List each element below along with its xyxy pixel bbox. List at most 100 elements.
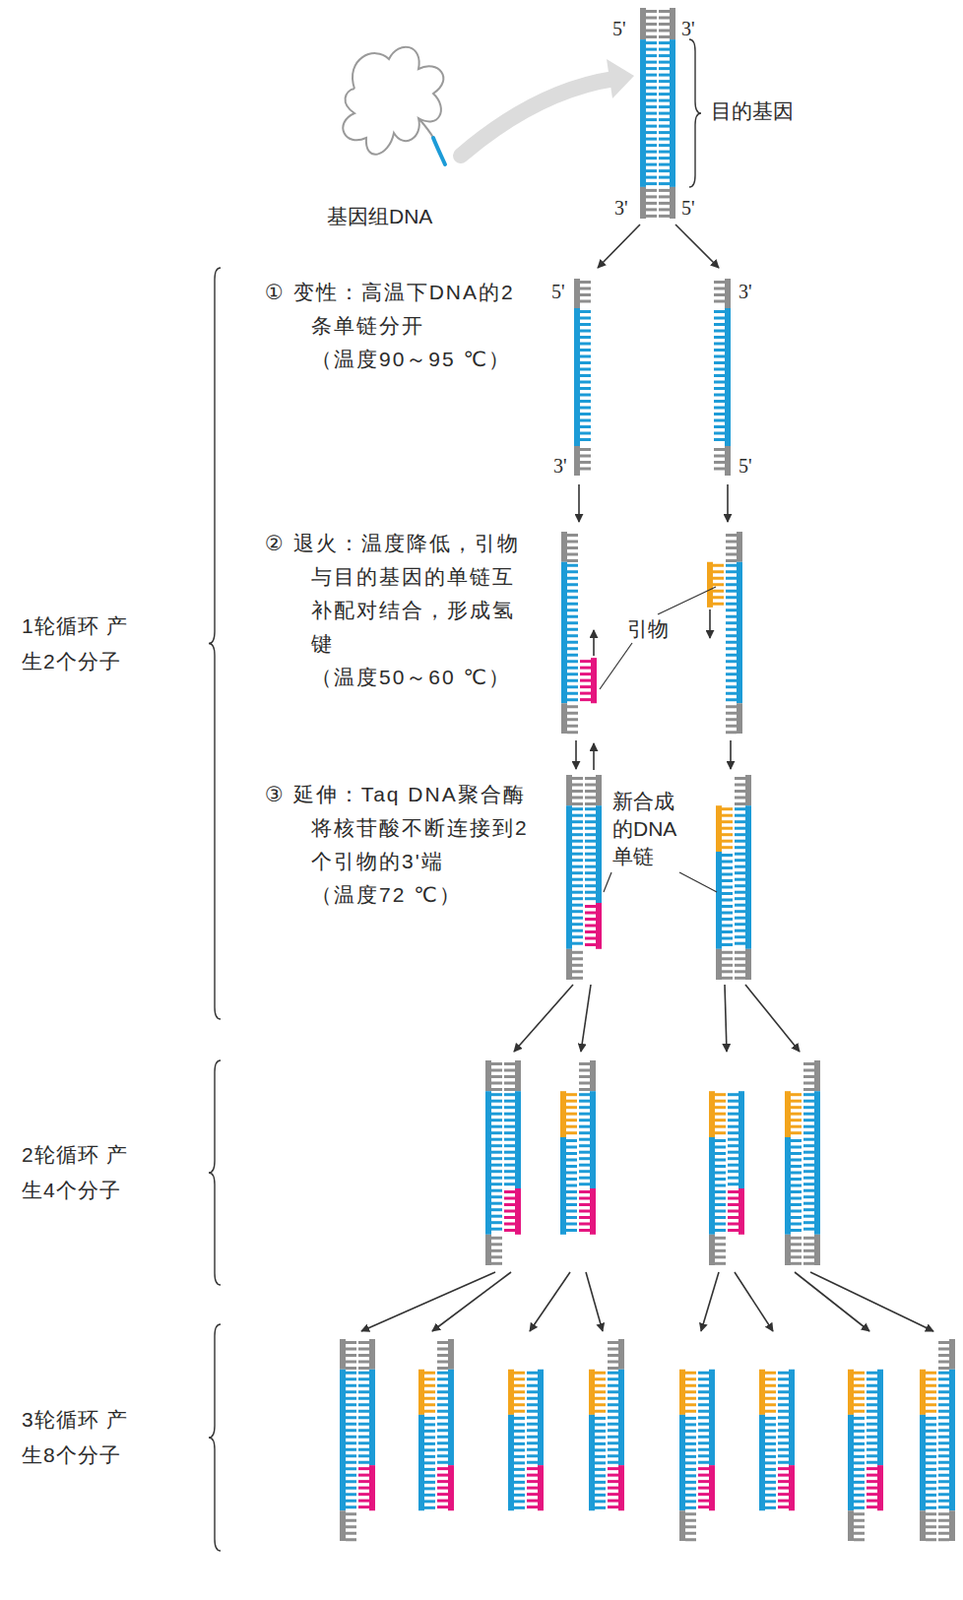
strand-backbone bbox=[448, 1369, 454, 1466]
base-tick bbox=[491, 1163, 503, 1167]
base-tick bbox=[714, 1146, 726, 1150]
base-tick bbox=[566, 1184, 578, 1188]
base-tick bbox=[714, 1242, 726, 1246]
strand-end-group: 3' bbox=[614, 196, 629, 219]
base-tick bbox=[566, 1210, 578, 1214]
base-tick bbox=[658, 99, 670, 103]
base-tick bbox=[721, 886, 733, 890]
base-tick bbox=[713, 280, 725, 284]
base-tick bbox=[790, 1125, 802, 1129]
step-text-group: ③ 延伸：Taq DNA聚合酶将核苷酸不断连接到2个引物的3'端（温度72 ℃） bbox=[264, 777, 536, 912]
base-tick bbox=[712, 589, 724, 593]
base-tick bbox=[345, 1422, 357, 1426]
base-tick bbox=[645, 118, 657, 122]
base-tick bbox=[658, 35, 670, 39]
base-tick bbox=[727, 1099, 739, 1103]
base-tick bbox=[803, 1131, 815, 1135]
base-tick bbox=[866, 1410, 878, 1413]
base-tick bbox=[345, 1366, 357, 1370]
base-tick bbox=[734, 796, 746, 800]
base-tick bbox=[803, 1189, 815, 1193]
base-tick bbox=[925, 1538, 937, 1541]
base-tick bbox=[725, 653, 737, 657]
base-tick bbox=[790, 1152, 802, 1156]
base-tick bbox=[578, 1190, 590, 1194]
base-tick bbox=[721, 827, 733, 831]
base-tick bbox=[938, 1403, 950, 1407]
base-tick bbox=[725, 589, 737, 593]
base-tick bbox=[713, 374, 725, 378]
base-tick bbox=[504, 1092, 515, 1096]
base-tick bbox=[607, 1492, 619, 1496]
base-tick bbox=[491, 1189, 503, 1193]
base-tick bbox=[437, 1341, 449, 1345]
base-tick bbox=[358, 1371, 370, 1375]
base-tick bbox=[790, 1236, 802, 1240]
dna-strand bbox=[579, 657, 597, 704]
base-tick bbox=[714, 1216, 726, 1220]
strand-backbone bbox=[784, 1091, 791, 1138]
base-tick bbox=[765, 1468, 776, 1472]
base-tick bbox=[513, 1474, 525, 1477]
base-tick bbox=[345, 1525, 357, 1529]
base-tick bbox=[725, 559, 737, 563]
base-tick bbox=[938, 1538, 950, 1541]
base-tick bbox=[584, 911, 596, 915]
dna-strand bbox=[607, 1339, 625, 1511]
base-tick bbox=[584, 878, 596, 882]
base-tick bbox=[777, 1390, 789, 1394]
dna-strand bbox=[866, 1369, 884, 1512]
base-tick bbox=[713, 300, 725, 304]
base-tick bbox=[925, 1506, 937, 1510]
base-tick bbox=[721, 969, 733, 973]
base-tick bbox=[607, 1377, 619, 1381]
base-tick bbox=[584, 820, 596, 824]
base-tick bbox=[790, 1203, 802, 1207]
gene-segment bbox=[433, 137, 446, 165]
base-tick bbox=[345, 1435, 357, 1439]
base-tick bbox=[358, 1348, 370, 1351]
base-tick bbox=[504, 1228, 515, 1232]
base-tick bbox=[437, 1505, 449, 1509]
base-tick bbox=[658, 169, 670, 173]
base-tick bbox=[579, 287, 591, 291]
base-tick bbox=[358, 1441, 370, 1445]
base-tick bbox=[358, 1384, 370, 1388]
base-tick bbox=[594, 1455, 606, 1459]
base-tick bbox=[721, 911, 733, 915]
base-tick bbox=[594, 1416, 606, 1420]
base-tick bbox=[572, 783, 583, 787]
dna-strand bbox=[698, 1369, 715, 1512]
strand-end: 5' bbox=[551, 280, 566, 303]
base-tick bbox=[765, 1474, 776, 1477]
strand-backbone bbox=[708, 1091, 715, 1138]
base-tick bbox=[866, 1505, 878, 1509]
base-tick bbox=[345, 1390, 357, 1394]
base-tick bbox=[853, 1506, 865, 1510]
dna-strand bbox=[560, 1091, 578, 1235]
base-tick bbox=[938, 1397, 950, 1401]
base-tick bbox=[803, 1138, 815, 1142]
base-tick bbox=[714, 1158, 726, 1162]
base-tick bbox=[734, 776, 746, 780]
base-tick bbox=[721, 873, 733, 877]
base-tick bbox=[513, 1499, 525, 1503]
base-tick bbox=[866, 1461, 878, 1465]
base-tick bbox=[504, 1222, 515, 1226]
base-tick bbox=[790, 1139, 802, 1143]
base-tick bbox=[645, 189, 657, 193]
base-tick bbox=[938, 1390, 950, 1394]
base-tick bbox=[765, 1461, 776, 1465]
base-tick bbox=[504, 1182, 515, 1186]
arrow-layer bbox=[361, 224, 934, 1332]
base-tick bbox=[698, 1492, 709, 1496]
base-tick bbox=[765, 1416, 776, 1420]
flow-arrow bbox=[810, 1272, 934, 1332]
base-tick bbox=[803, 1215, 815, 1219]
base-tick bbox=[424, 1474, 436, 1477]
base-tick bbox=[645, 66, 657, 70]
base-tick bbox=[437, 1461, 449, 1465]
base-tick bbox=[584, 937, 596, 941]
base-tick bbox=[526, 1461, 538, 1465]
base-tick bbox=[866, 1415, 878, 1419]
